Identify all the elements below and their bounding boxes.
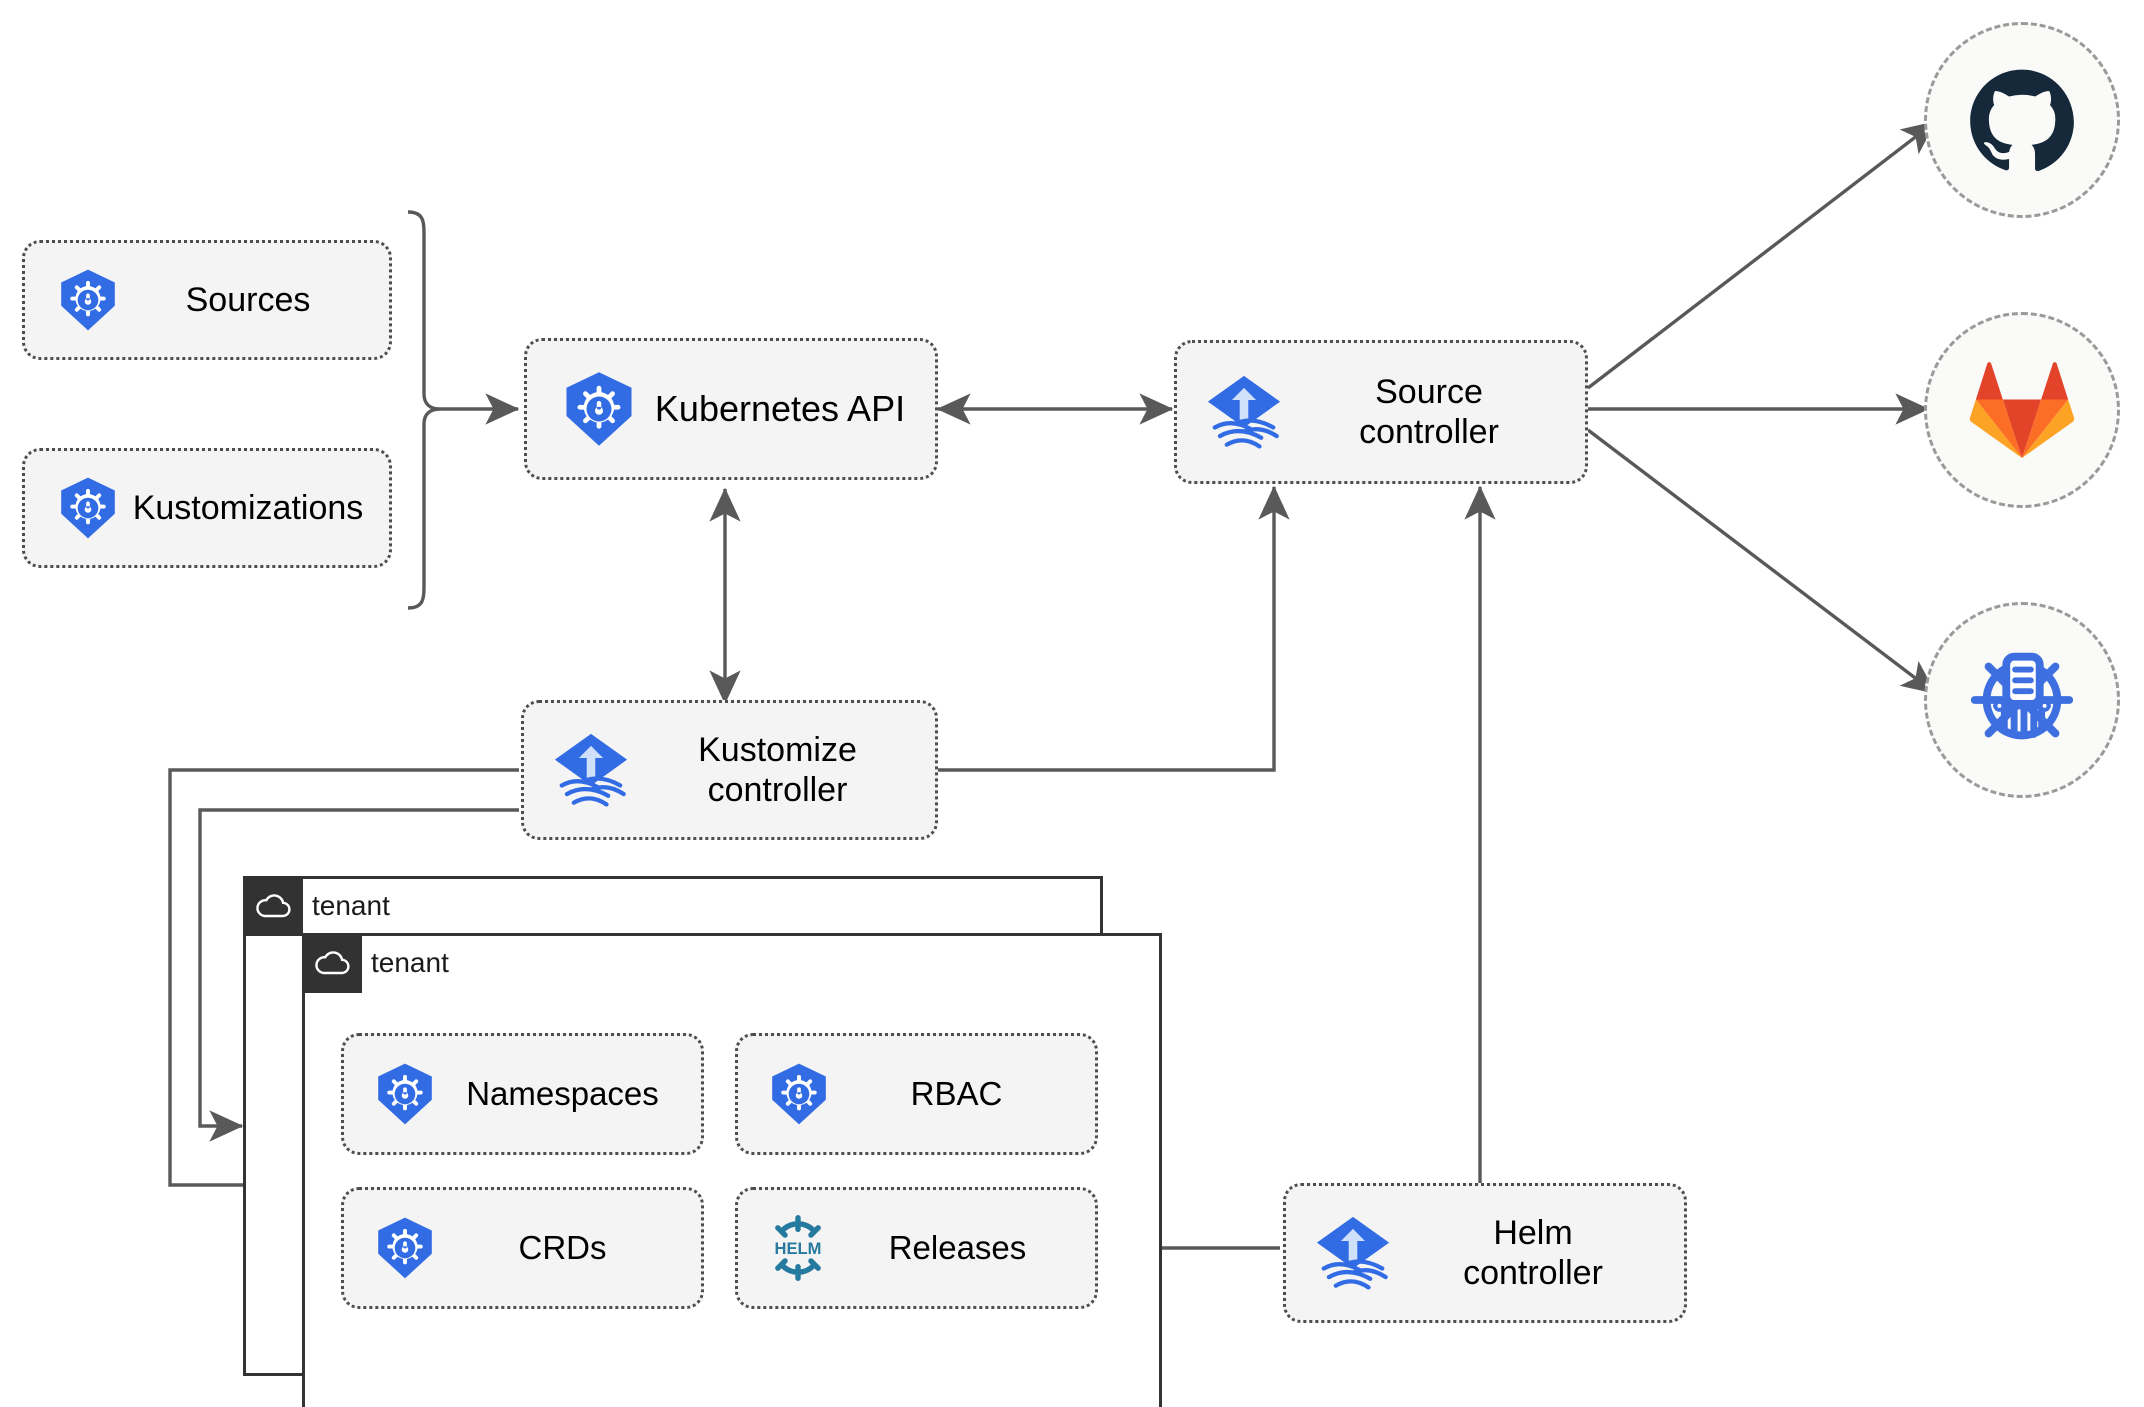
svg-text:HELM: HELM (775, 1239, 822, 1258)
cloud-icon (256, 894, 291, 918)
sources-label: Sources (185, 280, 311, 319)
kubernetes-icon (766, 1061, 832, 1127)
provider-gitlab[interactable] (1924, 312, 2120, 508)
kubernetes-icon (372, 1061, 438, 1127)
kubernetes-api-label: Kubernetes API (654, 387, 906, 429)
provider-bucket[interactable] (1924, 602, 2120, 798)
helm-controller-node[interactable]: Helm controller (1283, 1183, 1687, 1323)
kustomizations-node[interactable]: Kustomizations (22, 448, 392, 568)
source-controller-node[interactable]: Source controller (1174, 340, 1588, 484)
arrow-kustomize-to-source (938, 485, 1290, 772)
cloud-icon (315, 951, 350, 975)
kubernetes-icon (372, 1215, 438, 1281)
tenant-resource-label: Namespaces (466, 1074, 659, 1112)
flux-icon (1310, 1210, 1396, 1296)
tenant-tab (302, 933, 362, 993)
kustomize-controller-label: Kustomize controller (698, 730, 857, 809)
arrow-source-to-github (1586, 120, 1937, 390)
kubernetes-icon (559, 369, 639, 449)
tenant-resource-rbac[interactable]: RBAC (735, 1033, 1098, 1155)
sources-node[interactable]: Sources (22, 240, 392, 360)
helm-controller-label: Helm controller (1463, 1213, 1603, 1292)
tenant-resource-releases[interactable]: HELM Releases (735, 1187, 1098, 1309)
tenant-resource-crds[interactable]: CRDs (341, 1187, 704, 1309)
tenant-box-inner[interactable]: tenant (302, 933, 1162, 1407)
flux-icon (548, 727, 634, 813)
flux-icon (1201, 369, 1287, 455)
bucket-icon (1970, 652, 2074, 740)
kustomizations-label: Kustomizations (132, 488, 364, 527)
provider-github[interactable] (1924, 22, 2120, 218)
tenant-tab (243, 876, 303, 936)
tenant-resource-label: RBAC (910, 1074, 1003, 1112)
tenant-resource-namespaces[interactable]: Namespaces (341, 1033, 704, 1155)
tenant-resource-label: CRDs (518, 1228, 607, 1266)
github-icon (1970, 69, 2074, 172)
source-controller-label: Source controller (1359, 372, 1499, 451)
kustomize-controller-node[interactable]: Kustomize controller (521, 700, 938, 840)
kubernetes-icon (55, 267, 121, 333)
group-bracket (407, 210, 441, 610)
helm-icon: HELM (762, 1212, 834, 1284)
gitlab-icon (1969, 362, 2075, 459)
tenant-resource-label: Releases (888, 1228, 1027, 1266)
arrow-source-to-bucket (1586, 428, 1937, 695)
kubernetes-icon (55, 475, 121, 541)
tenant-title: tenant (371, 947, 449, 978)
kubernetes-api-node[interactable]: Kubernetes API (524, 338, 938, 480)
tenant-title: tenant (312, 890, 390, 921)
